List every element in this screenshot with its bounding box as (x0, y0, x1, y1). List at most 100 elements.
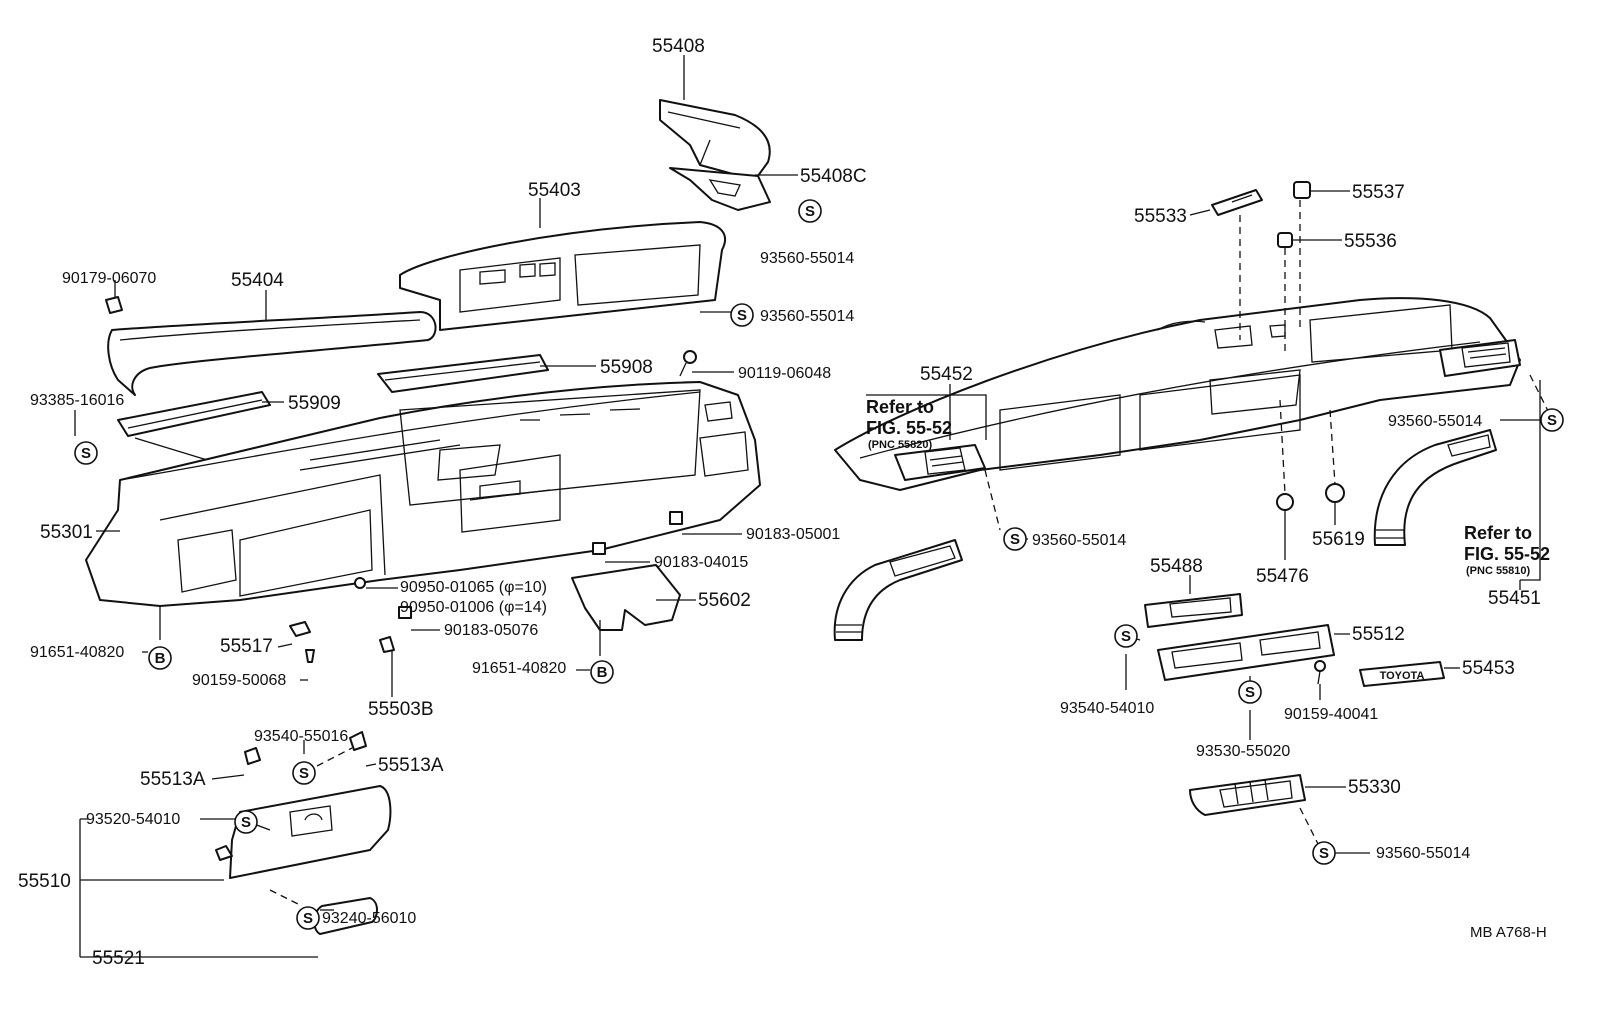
dashboard-assembly-right (834, 297, 1521, 491)
part-labels: 55408 55408C 55403 55404 90179-06070 935… (18, 36, 1541, 969)
svg-text:FIG. 55-52: FIG. 55-52 (1464, 544, 1550, 564)
svg-text:S: S (241, 814, 251, 831)
part-right-vent (1439, 339, 1521, 377)
label-55602: 55602 (698, 590, 751, 611)
s-marker-55408C: S (798, 199, 822, 223)
label-55330: 55330 (1348, 777, 1401, 798)
label-93540-55016: 93540-55016 (254, 728, 348, 745)
label-55476: 55476 (1256, 566, 1309, 587)
badge-text: TOYOTA (1380, 670, 1425, 682)
part-55536-switch (1277, 232, 1293, 248)
label-93530-55020: 93530-55020 (1196, 743, 1290, 760)
svg-text:S: S (1319, 845, 1329, 862)
reference-note-left: Refer to FIG. 55-52 (PNC 55820) (866, 397, 952, 451)
svg-text:S: S (1245, 684, 1255, 701)
svg-text:S: S (805, 203, 815, 220)
label-93560-55014-a: 93560-55014 (760, 250, 854, 267)
b-marker-91651-right: B (590, 660, 614, 684)
part-55537-switch (1293, 181, 1311, 199)
svg-text:S: S (299, 765, 309, 782)
leader-lines (74, 55, 1551, 958)
label-55488: 55488 (1150, 556, 1203, 577)
part-55408-cover (659, 99, 771, 181)
part-55619-knob (1325, 483, 1345, 503)
part-55510-glove-box (215, 785, 392, 879)
label-55503B: 55503B (368, 699, 434, 720)
svg-text:S: S (303, 910, 313, 927)
part-55488-control (1144, 593, 1243, 628)
label-55404: 55404 (231, 270, 284, 291)
label-90159-40041: 90159-40041 (1284, 706, 1378, 723)
label-93240-56010: 93240-56010 (322, 910, 416, 927)
b-marker-91651-left: B (148, 646, 172, 670)
label-55513A-left: 55513A (140, 769, 206, 790)
label-93560-55014-b: 93560-55014 (760, 308, 854, 325)
part-55330-panel (1189, 774, 1306, 816)
part-55533-cover (1211, 189, 1263, 216)
s-marker-93240: S (296, 906, 320, 930)
svg-text:S: S (1547, 412, 1557, 429)
label-93385-16016: 93385-16016 (30, 392, 124, 409)
svg-text:S: S (1010, 531, 1020, 548)
s-marker-55403: S (730, 303, 754, 327)
label-90183-04015: 90183-04015 (654, 554, 748, 571)
label-55408C: 55408C (800, 166, 867, 187)
reference-note-right: Refer to FIG. 55-52 (PNC 55810) (1464, 523, 1550, 577)
s-marker-93560-left-vent: S (1003, 527, 1027, 551)
label-90119-06048: 90119-06048 (738, 365, 831, 382)
s-marker-93540-54010: S (1114, 624, 1138, 648)
label-93520-54010: 93520-54010 (86, 811, 180, 828)
svg-text:(PNC 55810): (PNC 55810) (1466, 565, 1531, 577)
label-90159-50068: 90159-50068 (192, 672, 286, 689)
label-55451: 55451 (1488, 588, 1541, 609)
svg-text:S: S (1121, 628, 1131, 645)
label-55619: 55619 (1312, 529, 1365, 550)
part-55602-bracket (571, 564, 681, 631)
label-90950-01065: 90950-01065 (φ=10) (400, 579, 547, 596)
part-90159-40041-screw (1314, 660, 1326, 685)
s-marker-93540-55016: S (292, 761, 316, 785)
label-55909: 55909 (288, 393, 341, 414)
part-right-duct (1373, 429, 1497, 546)
label-55301: 55301 (40, 522, 93, 543)
part-left-duct (833, 539, 963, 641)
small-fasteners-left (244, 511, 683, 765)
svg-text:B: B (155, 650, 166, 667)
label-55408: 55408 (652, 36, 705, 57)
part-55408C-bracket (669, 167, 771, 211)
label-55512: 55512 (1352, 624, 1405, 645)
label-55517: 55517 (220, 636, 273, 657)
part-55453-badge: TOYOTA (1359, 661, 1445, 687)
drawing-code: MB A768-H (1470, 924, 1547, 941)
part-90119-06048-bolt (679, 350, 697, 377)
s-marker-93560-55330: S (1312, 841, 1336, 865)
svg-text:B: B (597, 664, 608, 681)
svg-text:FIG. 55-52: FIG. 55-52 (866, 418, 952, 438)
s-marker-93520: S (234, 810, 258, 834)
part-55909-brace (117, 391, 271, 471)
label-93560-55014-c: 93560-55014 (1388, 413, 1482, 430)
s-marker-93530: S (1238, 680, 1262, 704)
label-90183-05001: 90183-05001 (746, 526, 840, 543)
label-55521: 55521 (92, 948, 145, 969)
svg-text:Refer to: Refer to (866, 397, 934, 417)
svg-text:Refer to: Refer to (1464, 523, 1532, 543)
label-91651-40820-b: 91651-40820 (472, 660, 566, 677)
svg-text:S: S (81, 445, 91, 462)
label-55403: 55403 (528, 180, 581, 201)
label-93540-54010: 93540-54010 (1060, 700, 1154, 717)
label-55533: 55533 (1134, 206, 1187, 227)
label-55537: 55537 (1352, 182, 1405, 203)
part-55908-brace (377, 354, 549, 393)
part-55476-knob (1276, 493, 1294, 511)
part-55301-instrument-panel (85, 381, 761, 607)
part-55404-upper-pad (107, 311, 437, 396)
svg-text:(PNC 55820): (PNC 55820) (868, 439, 933, 451)
label-91651-40820-a: 91651-40820 (30, 644, 124, 661)
label-55510: 55510 (18, 871, 71, 892)
label-90950-01006: 90950-01006 (φ=14) (400, 599, 547, 616)
label-55453: 55453 (1462, 658, 1515, 679)
s-marker-93560-right-vent: S (1540, 408, 1564, 432)
part-55403-cluster-hood (399, 221, 727, 331)
